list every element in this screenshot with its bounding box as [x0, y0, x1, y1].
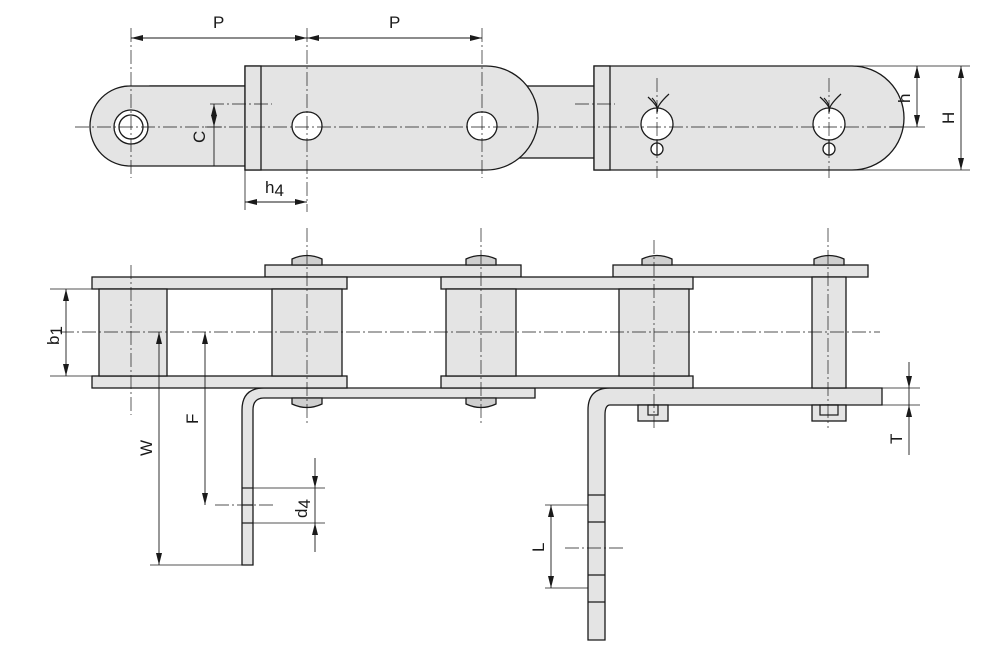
right-plate-edge [593, 65, 611, 171]
dim-label-b1-sub: 1 [47, 326, 66, 335]
dim-label-H: H [939, 112, 958, 124]
middle-plate-edge [244, 65, 262, 171]
middle-outer-plate [244, 65, 539, 171]
dim-label-d4-main: d [292, 509, 311, 518]
dim-label-h: h [895, 94, 914, 103]
dim-label-W: W [137, 440, 156, 456]
top-view: P P C h4 h H [75, 13, 970, 212]
dim-label-T: T [887, 434, 906, 444]
outer-plate-top-1 [264, 264, 522, 278]
outer-plate-top-2 [612, 264, 869, 278]
dim-label-c: C [190, 131, 209, 143]
inner-plate-top-1 [91, 276, 348, 290]
dim-label-p-left: P [213, 13, 224, 32]
attachment-angle-left [241, 387, 536, 566]
dim-label-p-right: P [389, 13, 400, 32]
attachment-angle-right [587, 387, 883, 641]
bottom-view: b1 F W d4 L T [44, 228, 920, 641]
right-outer-plate [593, 65, 905, 171]
dim-label-h4-main: h [265, 178, 274, 197]
dim-label-F: F [183, 414, 202, 424]
dim-label-h4: h4 [265, 178, 284, 200]
end-pin-right [811, 276, 847, 389]
dim-label-d4-sub: 4 [295, 499, 314, 508]
left-link-end [89, 85, 251, 167]
dim-label-b1: b1 [44, 326, 66, 345]
nut-right [811, 404, 847, 422]
nut-left [637, 404, 669, 422]
inner-plate-top-2 [440, 276, 694, 290]
dim-label-L: L [529, 543, 548, 552]
inner-plate-bottom-1 [91, 375, 348, 389]
dim-label-h4-sub: 4 [274, 181, 283, 200]
dim-label-d4: d4 [292, 499, 314, 518]
dim-label-b1-main: b [44, 336, 63, 345]
roller-1 [98, 288, 168, 377]
inner-plate-bottom-2 [440, 375, 694, 389]
